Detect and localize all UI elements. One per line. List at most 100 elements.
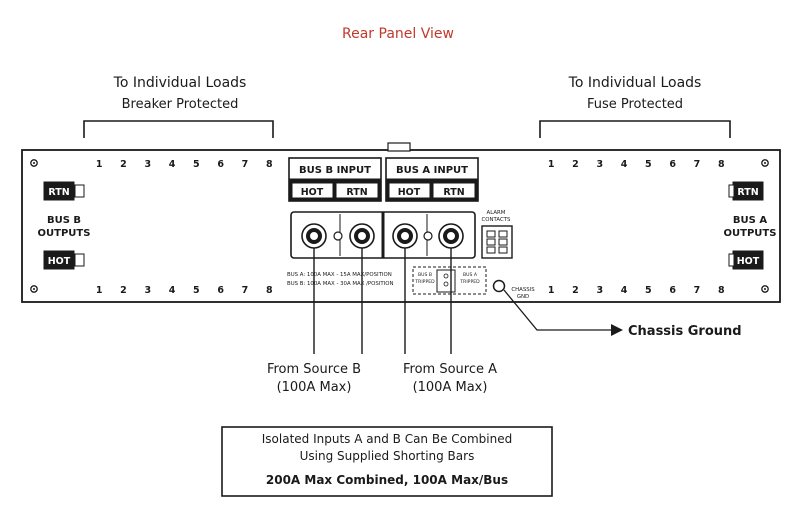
- bus-a-tripped-label: BUS A: [463, 272, 478, 278]
- bus-b-tripped-label: BUS B: [418, 272, 432, 278]
- right-loads-heading: To Individual Loads: [568, 75, 702, 91]
- shorting-bar-hole-icon: [423, 231, 433, 241]
- bus-b-position-number: 4: [169, 159, 176, 170]
- bus-b-position-number: 7: [242, 159, 249, 170]
- bus-a-position-number: 4: [621, 285, 628, 296]
- bus-b-position-number: 5: [193, 285, 200, 296]
- bus-b-position-number: 3: [144, 285, 151, 296]
- alarm-pin-icon: [486, 246, 496, 254]
- bus-a-rtn-cell: [432, 182, 476, 199]
- bus-b-position-number: 2: [120, 285, 127, 296]
- page-title: Rear Panel View: [342, 26, 454, 42]
- bus-a-position-number: 8: [718, 285, 725, 296]
- input-stud-core: [446, 231, 456, 241]
- alarm-pin-icon: [498, 238, 508, 246]
- chassis-gnd-label: CHASSIS: [511, 287, 535, 293]
- bus-a-hot-text: HOT: [398, 187, 421, 198]
- trip-switch: [436, 269, 456, 293]
- lug-nub: [728, 253, 735, 267]
- alarm-pin-icon: [498, 246, 508, 254]
- bus-b-position-number: 4: [169, 285, 176, 296]
- bus-a-position-number: 7: [694, 285, 701, 296]
- bus-b-outputs-label: BUS B: [47, 215, 81, 226]
- bus-spec-text: BUS A: 100A MAX - 15A MAX/POSITION: [287, 272, 392, 278]
- panel-top-tab: [387, 142, 411, 152]
- diagram-static: Rear Panel View To Individual LoadsBreake…: [21, 26, 781, 497]
- bus-a-position-number: 3: [596, 159, 603, 170]
- bus-a-position-number: 5: [645, 159, 652, 170]
- bus-b-input-label: BUS B INPUT: [299, 165, 371, 176]
- note-line: Using Supplied Shorting Bars: [300, 449, 475, 463]
- right-loads-subheading: Fuse Protected: [587, 97, 683, 112]
- bus-b-position-number: 8: [266, 285, 273, 296]
- lug-nub: [74, 184, 85, 198]
- right-bracket: [539, 120, 731, 138]
- chassis-ground-leader: [503, 289, 613, 331]
- bus-b-hot-tag: [43, 250, 75, 270]
- bus-a-rtn-text: RTN: [443, 187, 464, 198]
- bus-a-hot-tag-text: HOT: [737, 256, 760, 267]
- alarm-contacts-label: ALARM: [487, 210, 506, 216]
- alarm-contacts-label: CONTACTS: [482, 217, 512, 223]
- bus-b-rtn-tag-text: RTN: [48, 187, 69, 198]
- left-loads-heading: To Individual Loads: [113, 75, 247, 91]
- bus-b-hot-tag-text: HOT: [48, 256, 71, 267]
- bus-a-outputs-label: BUS A: [733, 215, 767, 226]
- trip-dot-icon: [443, 281, 449, 287]
- note-box: [221, 426, 553, 497]
- bus-b-hot-cell: [291, 182, 334, 199]
- alarm-pin-icon: [498, 230, 508, 238]
- bus-a-rtn-tag-text: RTN: [737, 187, 758, 198]
- bus-b-outputs-label: OUTPUTS: [38, 228, 91, 239]
- lug-nub: [728, 184, 735, 198]
- bus-a-position-number: 1: [548, 285, 555, 296]
- bus-b-rtn-text: RTN: [346, 187, 367, 198]
- bus-a-position-number: 6: [669, 159, 676, 170]
- bus-b-position-number: 1: [96, 285, 103, 296]
- arrow-head-icon: [611, 324, 623, 336]
- input-stud-core: [309, 231, 319, 241]
- left-loads-subheading: Breaker Protected: [122, 97, 239, 112]
- alarm-pin-icon: [486, 238, 496, 246]
- source-b-callout: (100A Max): [277, 380, 352, 395]
- bus-b-tripped-label: TRIPPED: [414, 279, 435, 285]
- bus-a-position-number: 5: [645, 285, 652, 296]
- bus-b-position-number: 8: [266, 159, 273, 170]
- bus-a-hot-cell: [388, 182, 431, 199]
- bus-a-position-number: 7: [694, 159, 701, 170]
- left-bracket: [83, 120, 274, 138]
- bus-b-position-number: 6: [217, 285, 224, 296]
- bus-b-position-number: 5: [193, 159, 200, 170]
- bus-a-position-number: 8: [718, 159, 725, 170]
- mounting-hole-center: [33, 288, 35, 290]
- bus-a-position-number: 4: [621, 159, 628, 170]
- bus-a-position-number: 1: [548, 159, 555, 170]
- input-stud-core: [400, 231, 410, 241]
- bus-a-position-number: 3: [596, 285, 603, 296]
- alarm-pin-icon: [486, 230, 496, 238]
- mounting-hole-center: [764, 162, 766, 164]
- source-a-callout: (100A Max): [413, 380, 488, 395]
- bus-b-position-number: 1: [96, 159, 103, 170]
- bus-b-position-number: 6: [217, 159, 224, 170]
- bus-b-rtn-tag: [43, 181, 75, 201]
- bus-a-tripped-label: TRIPPED: [459, 279, 480, 285]
- mounting-hole-center: [33, 162, 35, 164]
- bus-b-position-number: 2: [120, 159, 127, 170]
- source-b-callout: From Source B: [267, 362, 361, 377]
- bus-a-position-number: 6: [669, 285, 676, 296]
- bus-b-position-number: 3: [144, 159, 151, 170]
- note-line: Isolated Inputs A and B Can Be Combined: [262, 432, 513, 446]
- input-stud-core: [357, 231, 367, 241]
- trip-dot-icon: [443, 273, 449, 279]
- chassis-ground-callout: Chassis Ground: [628, 324, 742, 339]
- bus-b-position-number: 7: [242, 285, 249, 296]
- source-a-callout: From Source A: [403, 362, 497, 377]
- bus-a-position-number: 2: [572, 285, 579, 296]
- mounting-hole-center: [764, 288, 766, 290]
- bus-a-outputs-label: OUTPUTS: [724, 228, 777, 239]
- shorting-bar-hole-icon: [333, 231, 343, 241]
- note-line: 200A Max Combined, 100A Max/Bus: [266, 473, 508, 487]
- chassis-gnd-label: GND: [517, 294, 529, 300]
